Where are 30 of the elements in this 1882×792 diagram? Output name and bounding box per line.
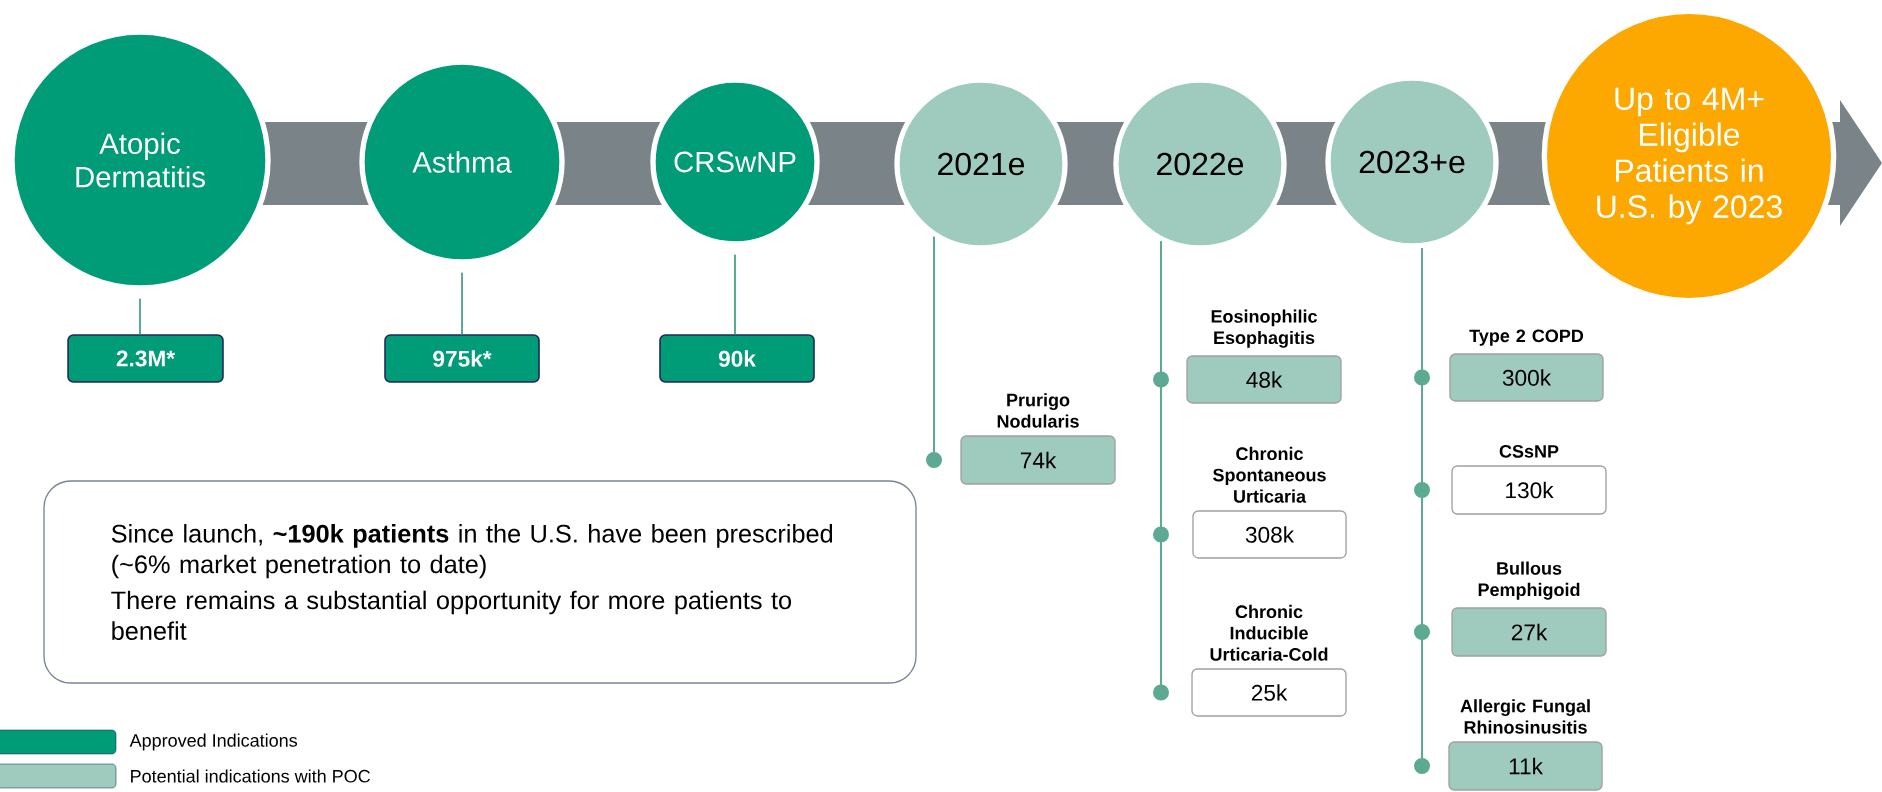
text-box — [43, 480, 917, 684]
paragraph: Since launch, ~190k patients in the U.S. have been prescribed (~6% market penetration to date) — [111, 524, 833, 579]
indication-label: Chronic Spontaneous Urticaria — [1213, 446, 1326, 503]
legend-label: Approved Indications — [129, 733, 297, 751]
value-box: 308k — [1192, 510, 1347, 559]
indication-label: CSsNP — [1499, 445, 1559, 458]
indication-label: Chronic Inducible Urticaria-Cold — [1210, 604, 1328, 661]
value-box: 90k — [659, 334, 815, 383]
connector-line — [1414, 247, 1430, 774]
indication-label: Allergic Fungal Rhinosinusitis — [1460, 699, 1590, 734]
connector-line — [1153, 240, 1169, 701]
indication-label: Bullous Pemphigoid — [1478, 561, 1580, 600]
connector-line — [734, 253, 736, 336]
value-box: 48k — [1186, 355, 1342, 404]
value-box: 130k — [1451, 465, 1607, 515]
value-box: 300k — [1449, 353, 1604, 402]
connector-line — [926, 235, 942, 468]
value-box: 11k — [1448, 741, 1603, 791]
value-box: 25k — [1191, 668, 1347, 717]
indication-label: Type 2 COPD — [1469, 329, 1584, 346]
value-box: 74k — [960, 435, 1116, 485]
legend-label: Potential indications with POC — [131, 769, 370, 783]
indication-label: Prurigo Nodularis — [997, 393, 1079, 428]
connector-line — [139, 297, 141, 336]
value-box: 27k — [1451, 607, 1607, 657]
connector-line — [461, 271, 463, 336]
value-box: 975k* — [384, 334, 540, 383]
indication-label: Eosinophilic Esophagitis — [1211, 309, 1317, 348]
value-box: 2.3M* — [67, 334, 224, 383]
paragraph: There remains a substantial opportunity for more patients to benefit — [111, 590, 792, 640]
